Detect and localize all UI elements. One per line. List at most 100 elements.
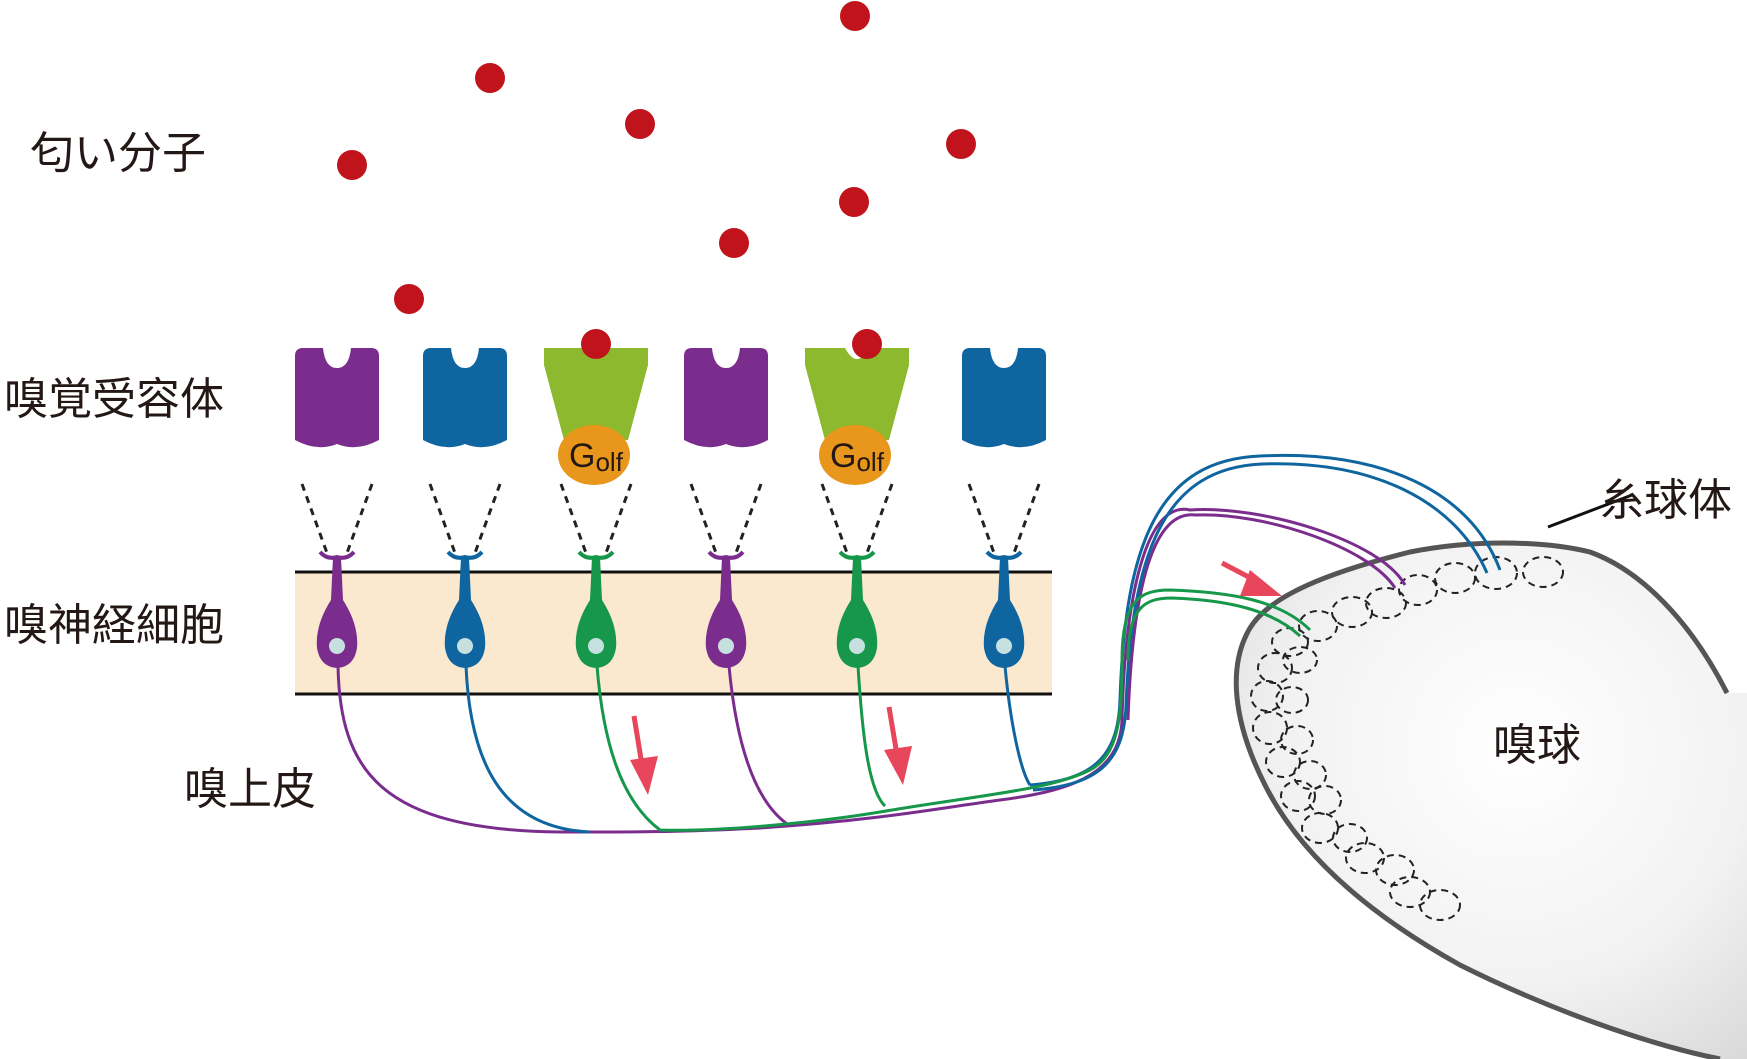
neuron-nucleus: [849, 638, 865, 654]
axon-blue-bundle-a: [1029, 453, 1502, 787]
receptor-blue: [962, 348, 1046, 448]
olfactory-neuron-blue: [983, 550, 1025, 668]
neuron-nucleus: [457, 638, 473, 654]
signal-arrows: [630, 560, 1282, 795]
receptor-purple: [684, 348, 768, 448]
axon-purple-1: [336, 507, 1407, 834]
glomeruli: [1250, 556, 1564, 921]
receptor-green: [544, 348, 648, 440]
label-glomeruli: 糸球体: [1600, 475, 1732, 526]
odor-molecule: [394, 284, 424, 314]
zoom-line-right: [345, 483, 374, 554]
neuron-nucleus: [329, 638, 345, 654]
arrow-cell5: [884, 706, 912, 785]
odor-molecules: [337, 1, 976, 314]
axon-purple-2: [727, 665, 791, 828]
glomerulus: [1331, 596, 1373, 628]
glomerulus: [1265, 746, 1301, 778]
axon-green-1: [595, 588, 1312, 832]
golf-label: Golf: [569, 437, 624, 477]
receptor-blue: [423, 348, 507, 448]
golf-protein: Golf: [819, 425, 891, 485]
glomerulus: [1345, 842, 1385, 874]
axon-bundle: [336, 453, 1502, 834]
golf-label: Golf: [830, 437, 885, 477]
glomerulus: [1250, 680, 1284, 712]
glomerulus: [1280, 780, 1316, 812]
axon-green-bundle-b: [1126, 596, 1302, 661]
arrow-bulb: [1220, 560, 1282, 596]
receptor-unit-4: [684, 348, 768, 668]
odor-molecule: [946, 129, 976, 159]
odor-molecule: [337, 150, 367, 180]
zoom-line-right: [604, 483, 633, 554]
zoom-line-right: [865, 483, 894, 554]
receptor-unit-1: [295, 348, 379, 668]
glomerulus: [1257, 652, 1293, 684]
odor-molecule-bound: [581, 329, 611, 359]
receptor-green: [805, 348, 909, 440]
receptor-unit-2: [423, 348, 507, 668]
axon-blue-2: [1003, 665, 1032, 786]
glomerulus: [1398, 574, 1438, 606]
glomerulus: [1282, 646, 1318, 674]
axon-blue-1: [464, 665, 591, 834]
zoom-line-left: [559, 483, 588, 554]
neuron-nucleus: [588, 638, 604, 654]
axon-green-2: [856, 665, 887, 808]
zoom-line-left: [689, 483, 718, 554]
receptor-unit-5: Golf: [805, 329, 909, 668]
glomerulus-pointer-line: [1547, 493, 1633, 529]
odor-molecule-bound: [852, 329, 882, 359]
glomerulus: [1332, 823, 1368, 853]
receptor-purple: [295, 348, 379, 448]
zoom-line-left: [967, 483, 996, 554]
glomerulus: [1280, 725, 1314, 755]
label-olfactory-epithelium: 嗅上皮: [184, 764, 316, 815]
olfactory-neuron-blue: [444, 550, 486, 668]
epithelium-fill: [295, 572, 1052, 694]
zoom-line-right: [734, 483, 763, 554]
glomerulus: [1434, 562, 1476, 594]
glomerulus: [1419, 889, 1461, 921]
axon-purple-2b: [1126, 513, 1397, 721]
receptor-neuron-columns: Golf Golf: [295, 329, 1046, 668]
odor-molecule: [839, 187, 869, 217]
zoom-line-right: [1012, 483, 1041, 554]
glomerulus: [1365, 587, 1407, 619]
label-olfactory-receptors: 嗅覚受容体: [4, 374, 224, 425]
glomerulus: [1293, 760, 1327, 790]
zoom-line-right: [473, 483, 502, 554]
neuron-nucleus: [718, 638, 734, 654]
axon-blue-bundle-b: [1032, 462, 1489, 792]
olfactory-neuron-green: [836, 550, 878, 668]
epithelium-band: [295, 570, 1052, 696]
bulb-outline: [1233, 540, 1730, 1059]
receptor-unit-6: [962, 348, 1046, 668]
glomerulus: [1301, 812, 1339, 844]
label-odor-molecules: 匂い分子: [30, 128, 206, 179]
zoom-line-left: [428, 483, 457, 554]
olfactory-neuron-green: [575, 550, 617, 668]
odor-molecule: [475, 63, 505, 93]
olfactory-bulb: [1233, 540, 1747, 1059]
glomerulus: [1298, 610, 1338, 642]
glomerulus: [1522, 556, 1564, 588]
bulb-shape: [1236, 543, 1747, 1059]
glomerulus: [1308, 785, 1342, 815]
zoom-line-left: [820, 483, 849, 554]
odor-molecule: [625, 109, 655, 139]
receptor-unit-3: Golf: [544, 329, 648, 668]
zoom-line-left: [300, 483, 329, 554]
glomerulus: [1275, 686, 1309, 714]
label-olfactory-bulb: 嗅球: [1493, 720, 1581, 771]
odor-molecule: [719, 228, 749, 258]
glomerulus: [1375, 854, 1415, 886]
neuron-nucleus: [996, 638, 1012, 654]
odor-molecule: [840, 1, 870, 31]
olfactory-neuron-purple: [316, 550, 358, 668]
arrow-cell3: [630, 715, 658, 795]
golf-protein: Golf: [558, 425, 630, 485]
label-olfactory-neurons: 嗅神経細胞: [4, 600, 224, 651]
